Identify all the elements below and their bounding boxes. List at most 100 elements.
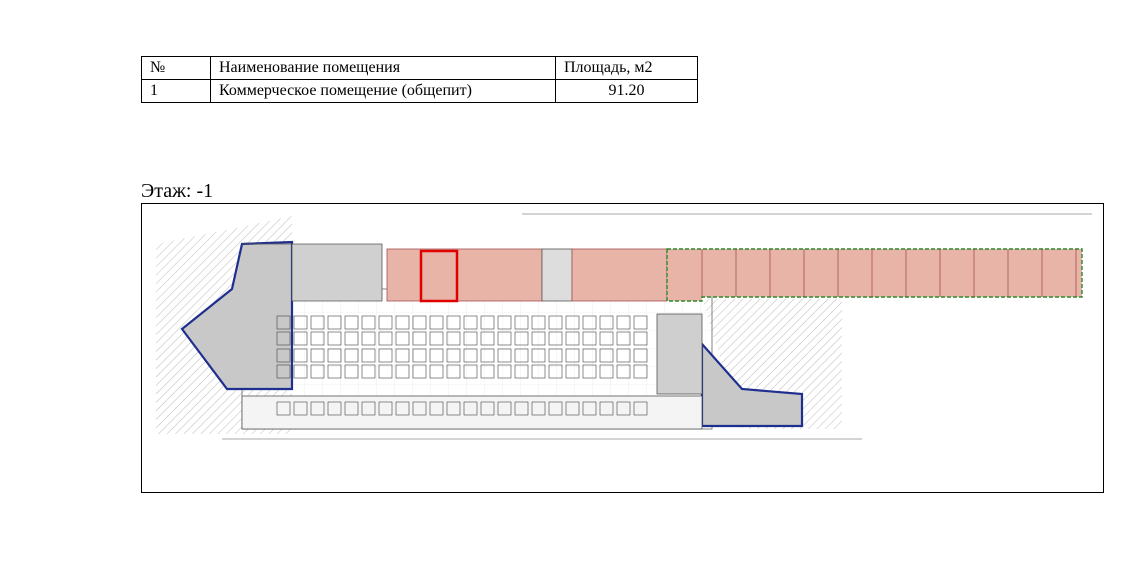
- parking-space: [463, 364, 478, 379]
- commercial-block-b: [571, 248, 668, 302]
- parking-space: [480, 331, 495, 346]
- highlighted-unit: [419, 249, 459, 303]
- parking-space: [361, 364, 376, 379]
- parking-space: [344, 315, 359, 330]
- commercial-block-a: [386, 248, 543, 302]
- parking-space: [480, 401, 495, 416]
- unit-dividers: [701, 249, 1077, 297]
- parking-space: [514, 401, 529, 416]
- parking-space: [293, 364, 308, 379]
- parking-space: [293, 348, 308, 363]
- parking-space: [565, 401, 580, 416]
- parking-space: [497, 401, 512, 416]
- service-strip: [241, 395, 703, 430]
- parking-space: [514, 364, 529, 379]
- parking-space: [633, 315, 648, 330]
- parking-space: [480, 315, 495, 330]
- parking-space: [276, 364, 291, 379]
- parking-space: [531, 331, 546, 346]
- parking-space: [463, 331, 478, 346]
- floor-plan-drawing: [156, 213, 1092, 440]
- parking-space: [616, 315, 631, 330]
- parking-space: [633, 364, 648, 379]
- parking-space: [616, 364, 631, 379]
- parking-space: [616, 401, 631, 416]
- parking-space: [633, 348, 648, 363]
- parking-space: [412, 348, 427, 363]
- area-table: № Наименование помещения Площадь, м2 1 К…: [141, 56, 698, 103]
- parking-space: [463, 315, 478, 330]
- parking-space: [276, 401, 291, 416]
- parking-space: [514, 315, 529, 330]
- header-number: №: [141, 56, 211, 80]
- parking-space: [599, 331, 614, 346]
- parking-space: [310, 348, 325, 363]
- parking-space: [310, 315, 325, 330]
- parking-space: [378, 331, 393, 346]
- parking-space: [497, 348, 512, 363]
- parking-space: [599, 364, 614, 379]
- parking-space: [276, 348, 291, 363]
- parking-space: [565, 348, 580, 363]
- parking-space: [446, 364, 461, 379]
- parking-space: [446, 331, 461, 346]
- parking-space: [565, 315, 580, 330]
- parking-space: [429, 331, 444, 346]
- parking-space: [293, 401, 308, 416]
- header-area: Площадь, м2: [555, 56, 698, 80]
- parking-space: [293, 331, 308, 346]
- parking-space: [633, 401, 648, 416]
- parking-space: [633, 331, 648, 346]
- parking-space: [463, 401, 478, 416]
- parking-space: [548, 364, 563, 379]
- parking-space: [310, 331, 325, 346]
- cell-number: 1: [141, 79, 211, 103]
- table-row: 1 Коммерческое помещение (общепит) 91.20: [141, 79, 698, 103]
- parking-space: [582, 315, 597, 330]
- parking-space: [293, 315, 308, 330]
- parking-space: [599, 315, 614, 330]
- parking-space: [548, 315, 563, 330]
- parking-space: [310, 401, 325, 416]
- parking-space: [480, 364, 495, 379]
- parking-space: [327, 348, 342, 363]
- parking-space: [327, 331, 342, 346]
- parking-space: [446, 348, 461, 363]
- parking-space: [531, 401, 546, 416]
- left-upper-block: [242, 243, 383, 302]
- parking-space: [412, 315, 427, 330]
- header-room-name: Наименование помещения: [210, 56, 556, 80]
- parking-space: [599, 348, 614, 363]
- parking-space: [429, 348, 444, 363]
- parking-space: [582, 401, 597, 416]
- parking-space: [327, 401, 342, 416]
- parking-space: [395, 401, 410, 416]
- parking-space: [616, 348, 631, 363]
- parking-space: [378, 348, 393, 363]
- parking-space: [395, 331, 410, 346]
- core-block: [656, 313, 703, 395]
- parking-space: [514, 348, 529, 363]
- parking-space: [310, 364, 325, 379]
- parking-space: [480, 348, 495, 363]
- parking-space: [344, 401, 359, 416]
- parking-space: [497, 331, 512, 346]
- parking-space: [531, 315, 546, 330]
- parking-rows: [276, 315, 648, 416]
- parking-space: [412, 364, 427, 379]
- parking-space: [276, 331, 291, 346]
- parking-space: [531, 348, 546, 363]
- parking-space: [429, 315, 444, 330]
- parking-space: [548, 331, 563, 346]
- parking-space: [582, 364, 597, 379]
- parking-space: [344, 331, 359, 346]
- parking-space: [361, 348, 376, 363]
- left-wing-outline: [180, 240, 294, 391]
- cell-area: 91.20: [555, 79, 698, 103]
- parking-space: [327, 364, 342, 379]
- parking-space: [412, 401, 427, 416]
- parking-space: [463, 348, 478, 363]
- floor-label: Этаж: -1: [141, 180, 214, 202]
- parking-space: [395, 348, 410, 363]
- parking-space: [429, 364, 444, 379]
